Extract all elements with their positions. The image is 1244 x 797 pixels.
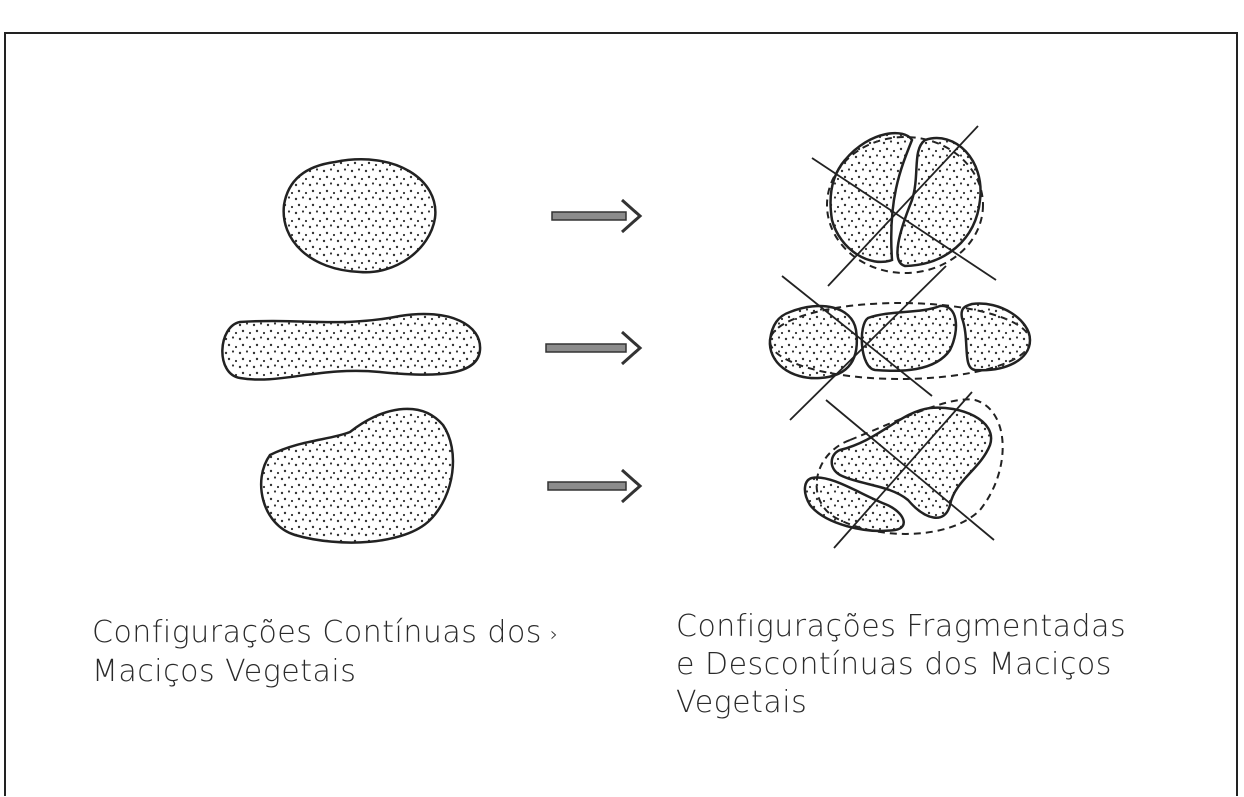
fragmented-caption-line-3: Vegetais [676,684,1126,722]
fragmented-caption-line-2: e Descontínuas dos Maciços [676,646,1126,684]
arrow-icon [548,470,640,502]
fragmented-group-bottom [805,392,1003,548]
fragmented-group-top [812,126,996,286]
fragmented-group-middle [770,266,1030,420]
arrow-icon [546,332,640,364]
fragmented-caption: Configurações Fragmentadas e Descontínua… [676,608,1126,722]
continuous-shape-kidney [261,409,453,543]
arrow-icon [552,200,640,232]
continuous-shape-round [284,159,436,272]
continuous-caption: Configurações Contínuas dos› Maciços Veg… [92,614,558,691]
continuous-caption-line-2: Maciços Vegetais [92,653,558,691]
continuous-caption-line-1: Configurações Contínuas dos› [92,614,558,653]
bullet-dot: › [550,622,559,646]
fragmented-caption-line-1: Configurações Fragmentadas [676,608,1126,646]
continuous-shape-elongated [222,314,480,380]
